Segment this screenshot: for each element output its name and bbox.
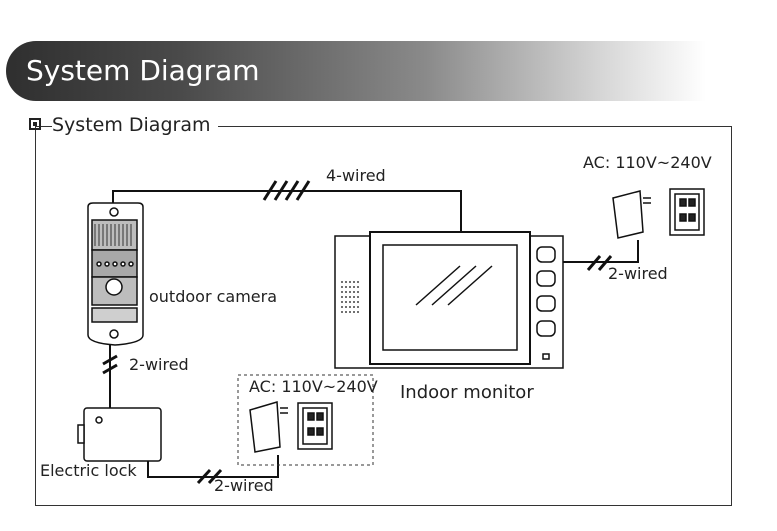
- monitor-speaker-grille: [341, 281, 359, 313]
- indoor-monitor: [334, 231, 564, 369]
- lock-ac-label: AC: 110V~240V: [249, 377, 378, 396]
- lock-wall-socket: [297, 402, 333, 450]
- section-bullet-icon: [29, 118, 41, 130]
- electric-lock: [77, 407, 162, 462]
- lock-power-wire-label: 2-wired: [214, 476, 274, 495]
- electric-lock-label: Electric lock: [40, 461, 137, 480]
- lock-power-adapter: [249, 401, 288, 453]
- diagram-frame: [35, 126, 732, 506]
- four-wired-cable: [112, 180, 462, 232]
- monitor-power-cable: [562, 240, 639, 271]
- indoor-monitor-label: Indoor monitor: [400, 382, 534, 403]
- monitor-power-wire-label: 2-wired: [608, 264, 668, 283]
- camera-lock-wire-label: 2-wired: [129, 355, 189, 374]
- camera-lock-cable: [102, 343, 118, 408]
- four-wired-label: 4-wired: [326, 166, 386, 185]
- monitor-wall-socket: [669, 188, 705, 236]
- banner-title: System Diagram: [26, 54, 260, 87]
- outdoor-camera-label: outdoor camera: [149, 287, 278, 306]
- outdoor-camera: [87, 202, 144, 346]
- monitor-ac-label: AC: 110V~240V: [583, 153, 712, 172]
- section-title: System Diagram: [52, 114, 219, 136]
- monitor-power-adapter: [612, 190, 651, 239]
- title-banner: [6, 41, 706, 101]
- lock-power-dashed-box: [237, 374, 374, 466]
- lock-power-cable: [147, 455, 279, 485]
